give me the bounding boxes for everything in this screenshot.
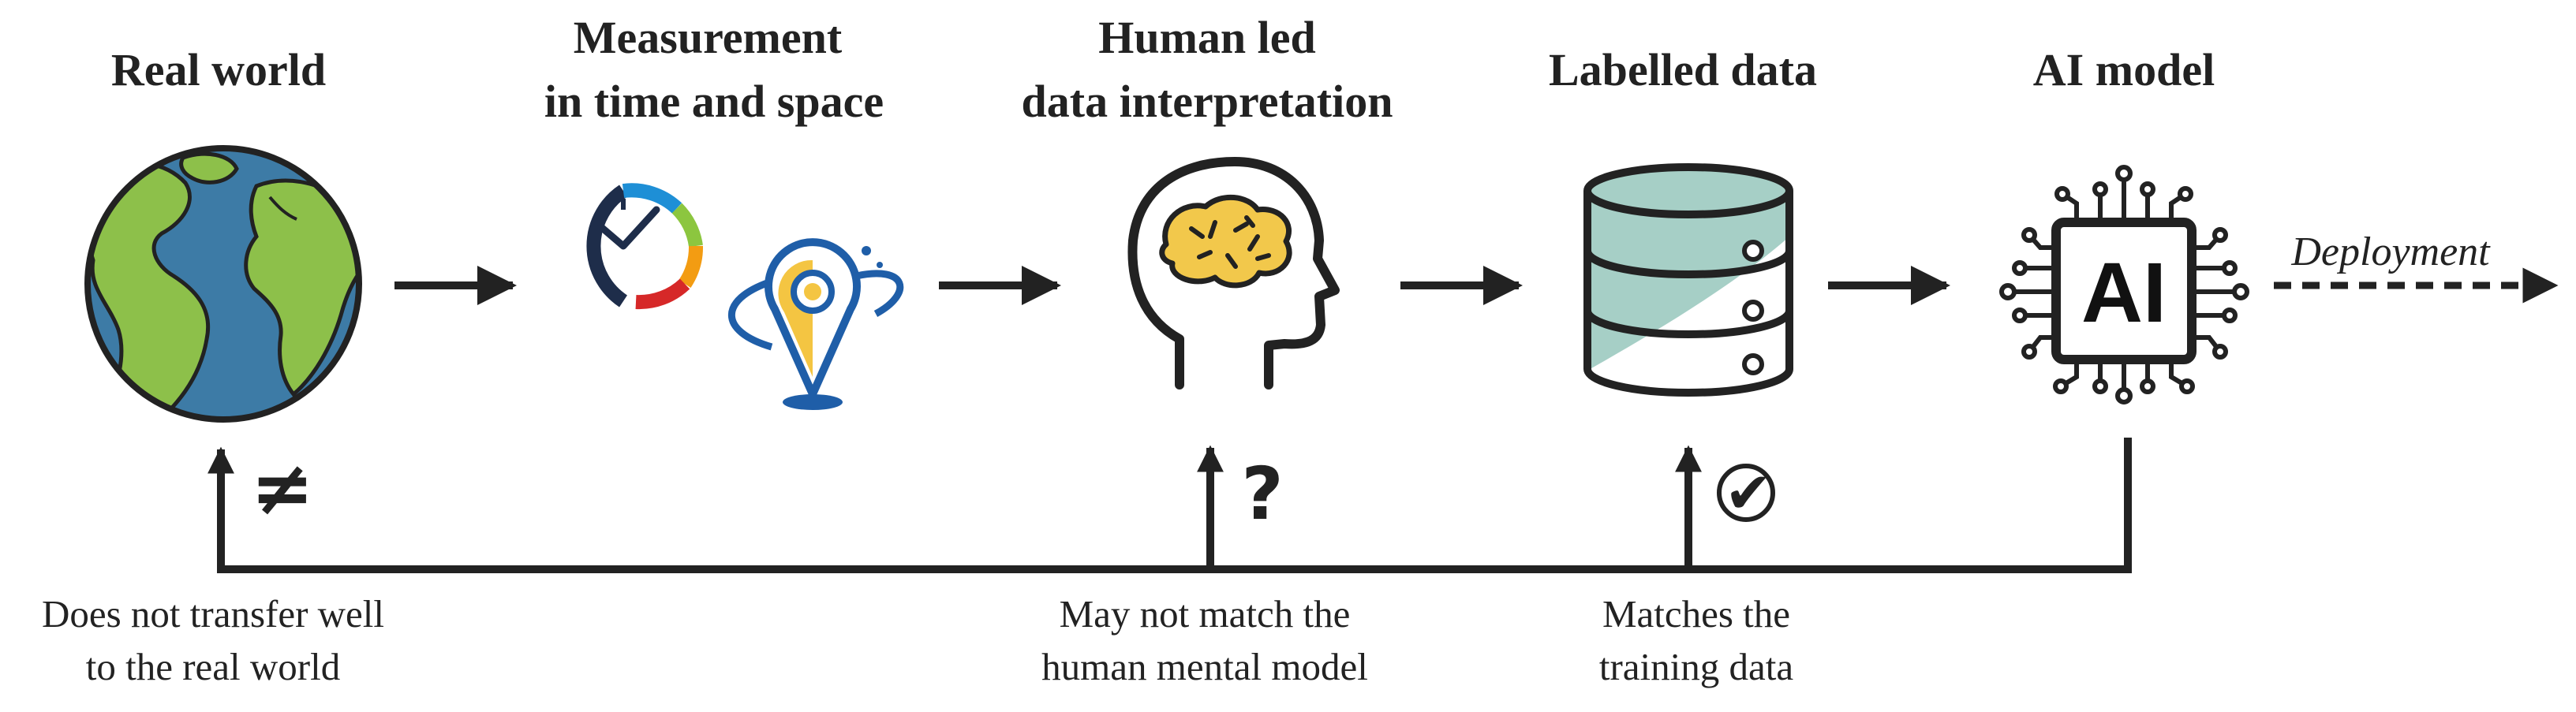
question-mark-symbol: ? [1241, 452, 1283, 536]
ai-chip-label: AI [2081, 244, 2167, 340]
clock-icon [586, 183, 703, 310]
feedback-line [207, 438, 2132, 573]
stage-title-real-world: Real world [111, 44, 326, 95]
stage-title-labelled-data: Labelled data [1549, 44, 1817, 95]
ai-chip-icon [1999, 165, 2249, 404]
caption-real-world-line2: to the real world [86, 645, 340, 688]
caption-interpretation-line1: May not match the [1060, 592, 1351, 636]
check-mark-symbol: ✔ [1725, 460, 1772, 526]
check-circle-icon: ✔ [1717, 460, 1775, 526]
stage-title-interpretation-line2: data interpretation [1022, 76, 1393, 127]
caption-interpretation-line2: human mental model [1041, 645, 1368, 688]
database-icon [1583, 163, 1793, 397]
not-equal-symbol: ≠ [251, 444, 314, 532]
caption-labelled-data-line1: Matches the [1602, 592, 1790, 636]
stage-title-ai-model: AI model [2033, 44, 2215, 95]
stage-title-interpretation-line1: Human led [1098, 12, 1316, 63]
stage-title-measurement-line2: in time and space [544, 76, 884, 127]
stage-title-measurement-line1: Measurement [574, 12, 843, 63]
human-head-brain-icon [1127, 157, 1340, 390]
caption-real-world-line1: Does not transfer well [42, 592, 384, 636]
location-pin-icon [727, 238, 904, 410]
deployment-label: Deployment [2290, 229, 2491, 274]
caption-labelled-data-line2: training data [1599, 645, 1794, 688]
globe-icon [84, 145, 362, 423]
